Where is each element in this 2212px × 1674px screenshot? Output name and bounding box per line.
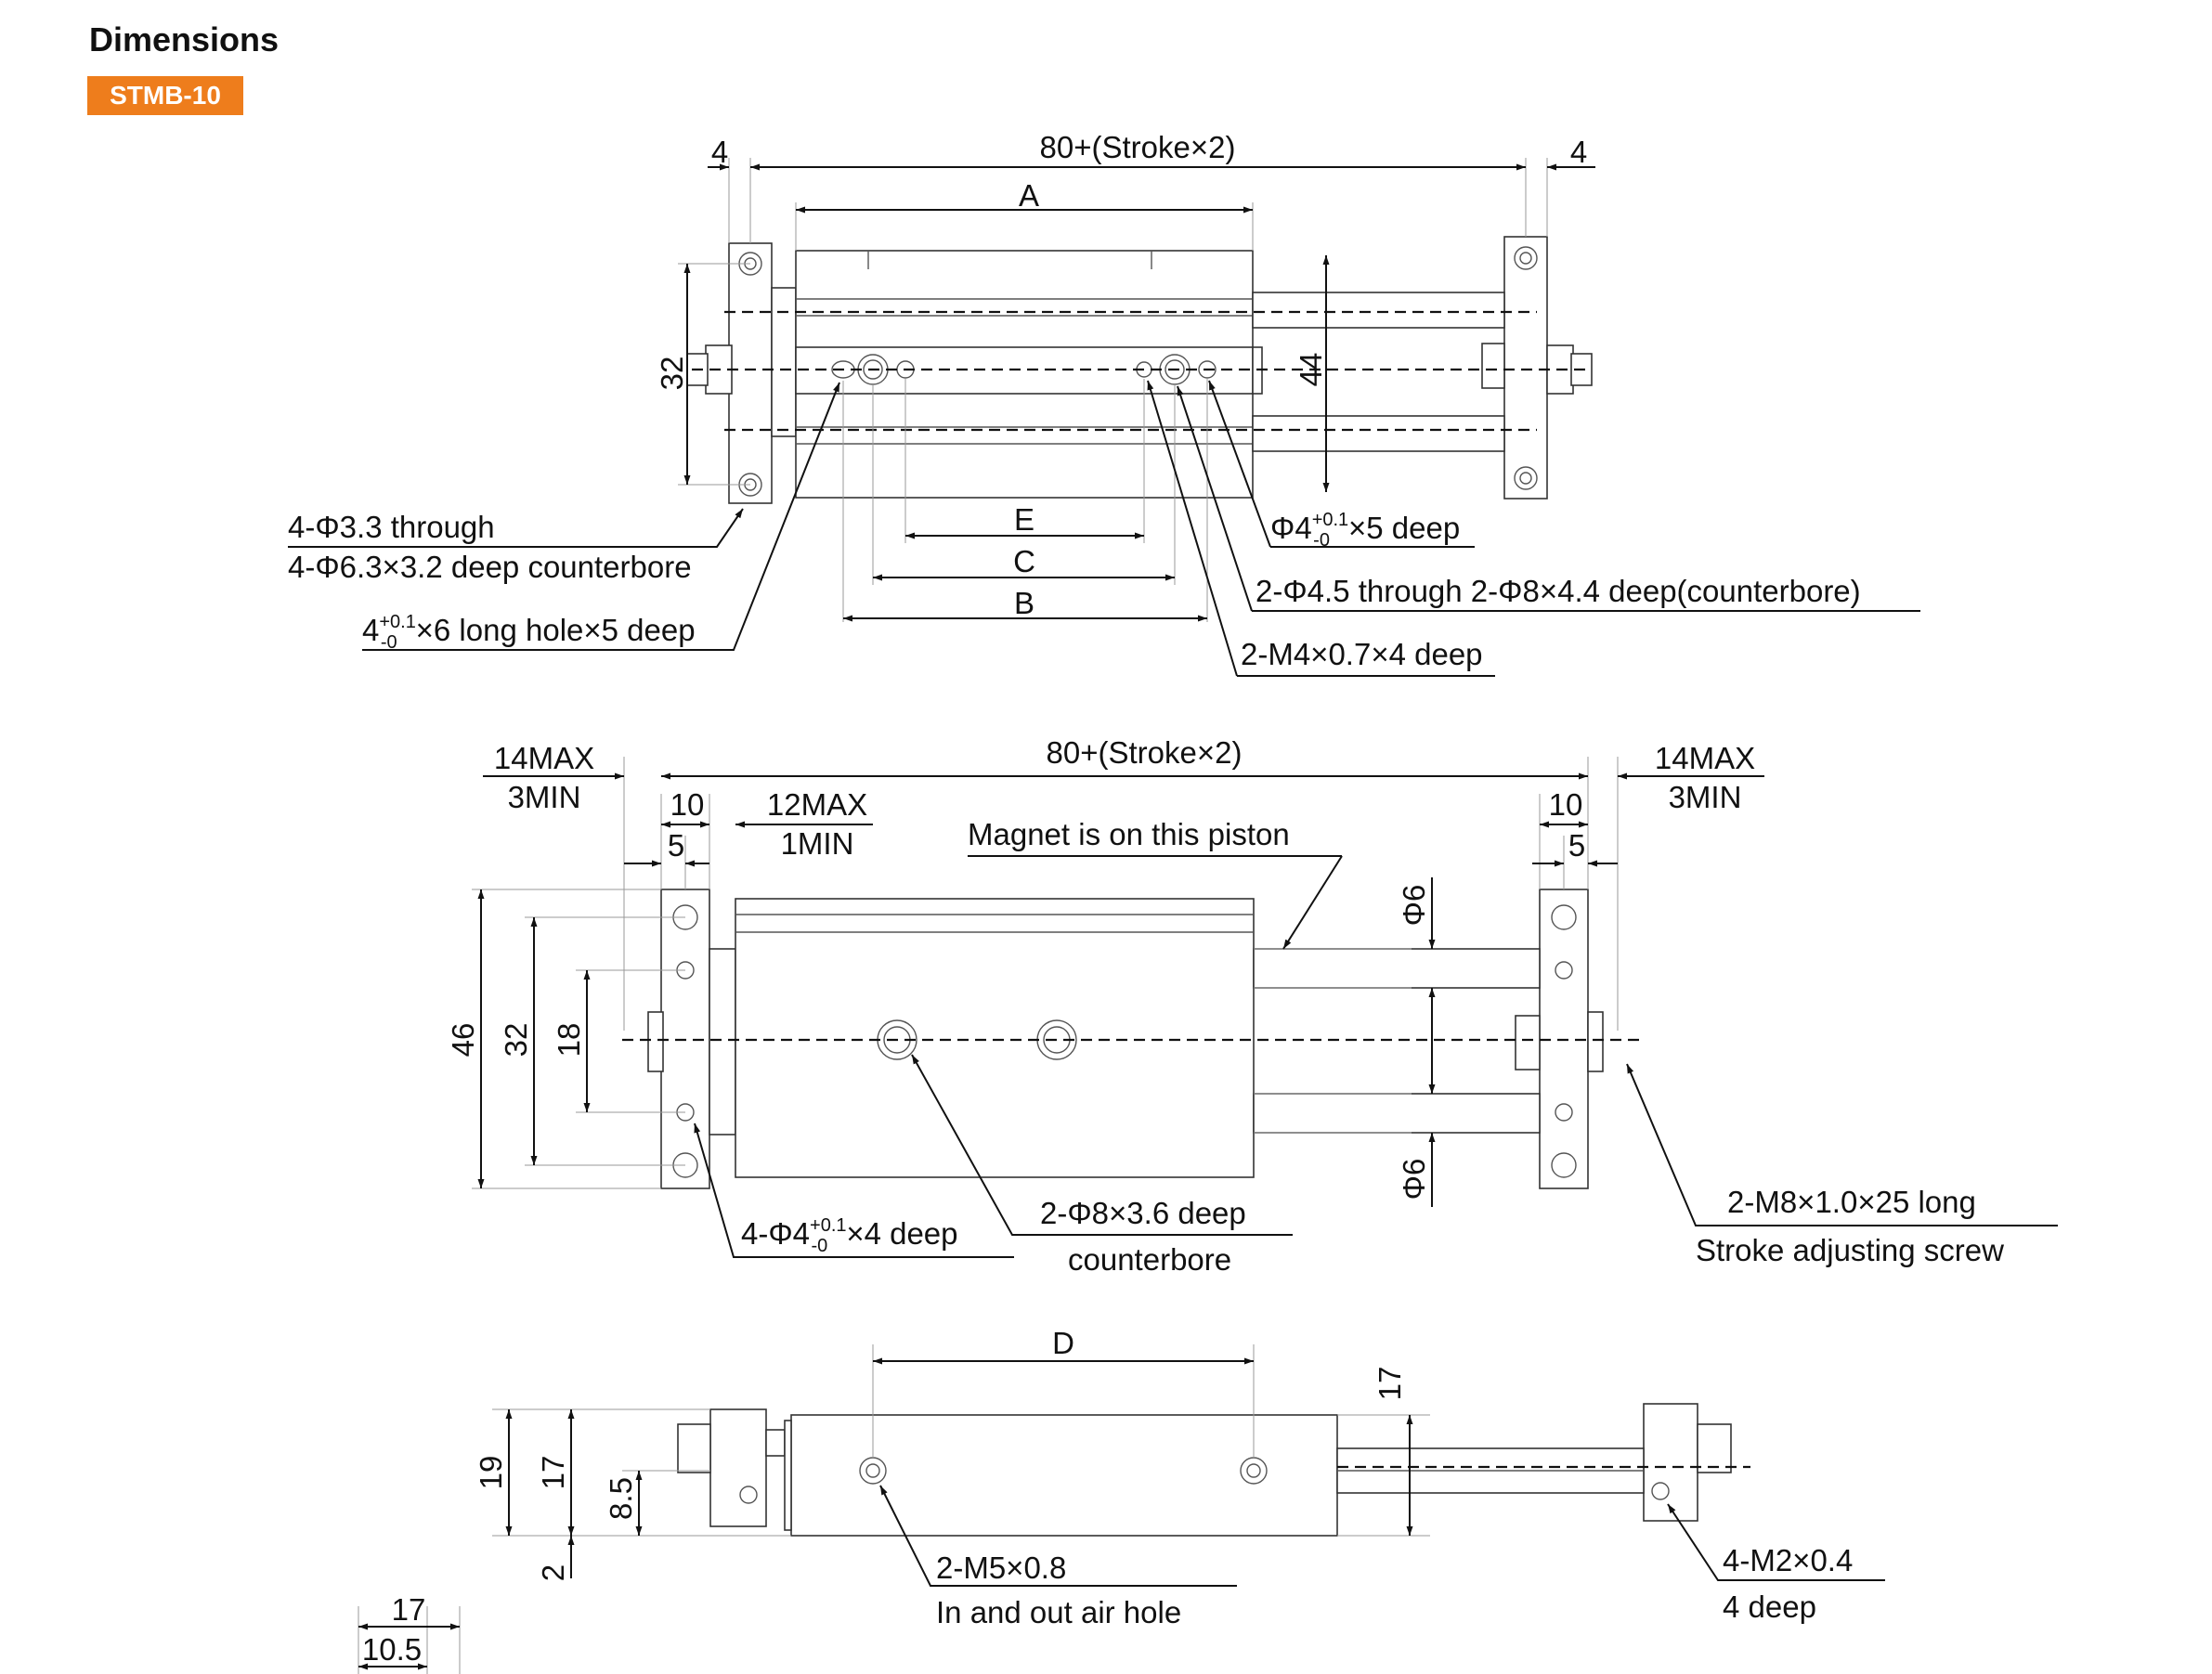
dim-10-right: 10 [1549, 787, 1583, 822]
dim-14max-left: 14MAX [494, 741, 594, 775]
dim-3min-right: 3MIN [1669, 780, 1742, 814]
left-end-plate [709, 1408, 767, 1527]
dim-a: A [1019, 178, 1039, 213]
left-plate-boss [709, 948, 736, 1135]
dim-8-5: 8.5 [604, 1477, 638, 1520]
end-view: 17 10.5 [358, 1592, 461, 1674]
callout-m5: 2-M5×0.8 [936, 1551, 1066, 1585]
callout-air-hole: In and out air hole [936, 1595, 1181, 1629]
dim-10-5: 10.5 [362, 1632, 422, 1667]
left-end-plate [728, 242, 773, 504]
dim-19: 19 [474, 1456, 508, 1490]
dim-12max: 12MAX [767, 787, 867, 822]
dim-17-top: 17 [1373, 1367, 1407, 1401]
right-end-plate [1503, 236, 1548, 500]
dim-10-left: 10 [670, 787, 705, 822]
dim-32: 32 [499, 1023, 533, 1058]
cylinder-body [790, 1414, 1338, 1537]
side-view: D 17 19 17 8.5 2 2-M5×0.8 In and out air… [474, 1326, 1885, 1629]
dim-4-left: 4 [711, 135, 728, 169]
dim-17: 17 [392, 1592, 426, 1627]
dim-e: E [1014, 502, 1034, 537]
piston-rod-bottom [1253, 1093, 1541, 1134]
dim-c: C [1013, 544, 1035, 578]
dim-1min: 1MIN [781, 826, 854, 861]
callout-through: 4-Φ3.3 through [288, 510, 495, 544]
piston-rod-top [1253, 948, 1541, 989]
callout-phi4-deep: 4-Φ4+0.1-0×4 deep [741, 1215, 958, 1256]
piston-rod-bottom [1252, 415, 1505, 452]
dim-44: 44 [1294, 353, 1328, 387]
callout-m2: 4-M2×0.4 [1723, 1543, 1853, 1577]
model-badge: STMB-10 [87, 76, 243, 115]
dim-d: D [1052, 1326, 1074, 1360]
end-plate-hole-icon [738, 246, 1538, 497]
dim-14max-right: 14MAX [1655, 741, 1755, 775]
callout-counterbore: 2-Φ4.5 through 2-Φ8×4.4 deep(counterbore… [1256, 574, 1861, 608]
page-title: Dimensions [89, 20, 280, 58]
top-view: 4 80+(Stroke×2) 4 A 32 44 E C B 4-Φ3.3 t… [288, 130, 1920, 677]
callout-through-counterbore: 4-Φ6.3×3.2 deep counterbore [288, 550, 692, 584]
dim-4-right: 4 [1570, 135, 1587, 169]
dim-5-right: 5 [1568, 828, 1585, 863]
dim-phi6-bottom: Φ6 [1397, 1159, 1431, 1200]
callout-m8: 2-M8×1.0×25 long [1727, 1185, 1976, 1219]
dim-2: 2 [536, 1564, 570, 1581]
left-stroke-screw [677, 1423, 711, 1473]
dim-18: 18 [552, 1023, 586, 1058]
right-plate-boss [1515, 1015, 1541, 1071]
dim-46: 46 [446, 1023, 480, 1058]
dim-overall-length: 80+(Stroke×2) [1040, 130, 1236, 164]
callout-stroke-adjusting-screw: Stroke adjusting screw [1696, 1233, 2004, 1267]
dim-32: 32 [655, 357, 689, 391]
callout-m2-deep: 4 deep [1723, 1590, 1816, 1624]
right-stroke-screw [1697, 1423, 1732, 1473]
end-plate-hole-icon [672, 904, 1577, 1178]
left-stroke-screw [647, 1011, 664, 1072]
cylinder-body [735, 898, 1255, 1178]
callout-phi8-counterbore-2: counterbore [1068, 1242, 1231, 1277]
dim-5-left: 5 [668, 828, 684, 863]
right-stroke-screw [1587, 1011, 1604, 1072]
left-plate-boss [771, 287, 797, 437]
right-end-plate [1643, 1403, 1698, 1522]
dim-phi6-top: Φ6 [1397, 885, 1431, 927]
dim-17: 17 [536, 1456, 570, 1490]
dim-b: B [1014, 586, 1034, 620]
dim-3min-left: 3MIN [508, 780, 581, 814]
callout-m4: 2-M4×0.7×4 deep [1241, 637, 1483, 671]
callout-phi8-counterbore: 2-Φ8×3.6 deep [1040, 1196, 1246, 1230]
dim-overall-length: 80+(Stroke×2) [1047, 735, 1243, 770]
callout-magnet: Magnet is on this piston [968, 817, 1290, 851]
right-plate-boss [1481, 343, 1505, 389]
piston-rod-top [1252, 292, 1505, 329]
front-view: 14MAX 3MIN 80+(Stroke×2) 14MAX 3MIN 10 5… [446, 735, 2058, 1277]
callout-long-hole: 4+0.1-0×6 long hole×5 deep [362, 612, 696, 653]
callout-phi4: Φ4+0.1-0×5 deep [1270, 510, 1460, 551]
